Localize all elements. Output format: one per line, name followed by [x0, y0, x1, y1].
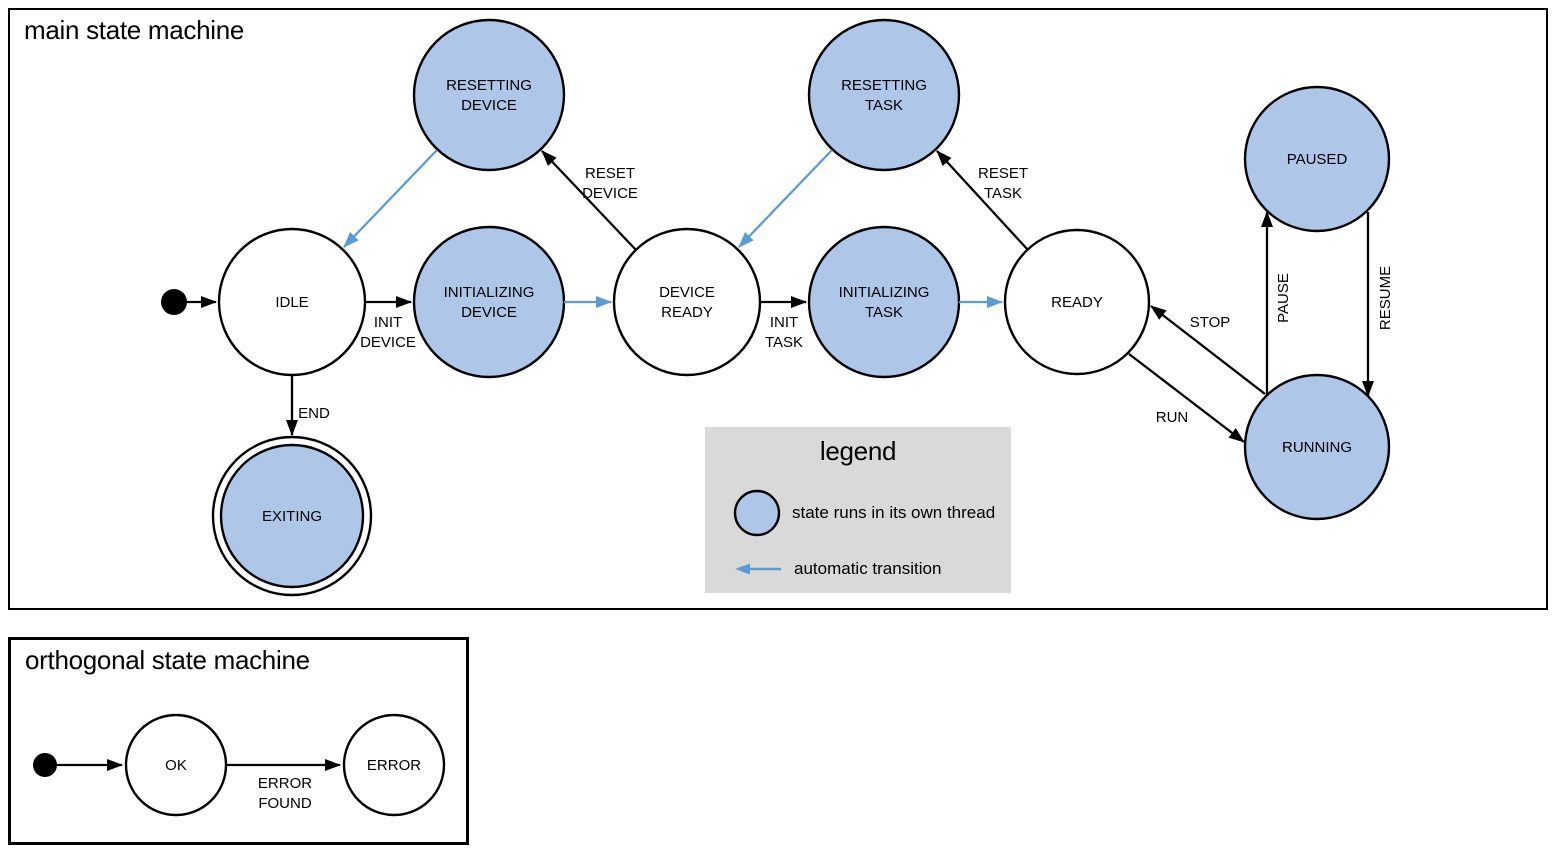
state-resetting-task: [807, 18, 961, 172]
automatic-transition-arrow-icon: [735, 563, 781, 575]
transition-ready-to-running: [1128, 353, 1245, 443]
legend-item-label-thread: state runs in its own thread: [792, 503, 996, 522]
transition-label-paused-to-running: RESUME: [1377, 266, 1394, 330]
orthogonal-machine-title: orthogonal state machine: [25, 645, 310, 675]
state-device-ready: [612, 227, 762, 377]
state-running: [1243, 373, 1391, 521]
main-machine-title: main state machine: [24, 15, 245, 45]
transition-label-idle-to-exiting: END: [298, 405, 330, 422]
transition-label-running-to-paused: PAUSE: [1275, 273, 1292, 323]
transition-label-running-to-ready: STOP: [1190, 314, 1231, 331]
state-label-error: ERROR: [367, 757, 421, 774]
state-error: [342, 713, 446, 817]
state-initializing-task: [807, 225, 961, 379]
initial-state-dot: [161, 289, 187, 315]
state-label-exiting: EXITING: [262, 508, 322, 525]
legend-title: legend: [819, 436, 897, 466]
transition-resetting-device-to-idle: [343, 149, 438, 248]
state-label-ok: OK: [165, 757, 187, 774]
initial-state-dot: [33, 753, 57, 777]
transition-label-ready-to-running: RUN: [1156, 409, 1189, 426]
state-exiting: [219, 443, 365, 589]
state-label-idle: IDLE: [275, 294, 308, 311]
state-label-paused: PAUSED: [1287, 151, 1348, 168]
transition-ready-to-resetting-task: [936, 150, 1029, 251]
legend: legend state runs in its own thread auto…: [705, 427, 1011, 593]
state-resetting-device: [412, 18, 566, 172]
state-paused: [1243, 85, 1391, 233]
state-ready: [1003, 228, 1151, 376]
thread-state-circle-icon: [733, 489, 781, 537]
transition-running-to-ready: [1150, 305, 1266, 395]
transition-device-ready-to-resetting-device: [541, 150, 637, 251]
state-label-running: RUNNING: [1282, 439, 1352, 456]
state-initializing-device: [412, 225, 566, 379]
state-ok: [124, 713, 228, 817]
transition-resetting-task-to-device-ready: [738, 149, 833, 248]
legend-item-label-auto: automatic transition: [794, 559, 942, 578]
state-label-ready: READY: [1051, 294, 1103, 311]
